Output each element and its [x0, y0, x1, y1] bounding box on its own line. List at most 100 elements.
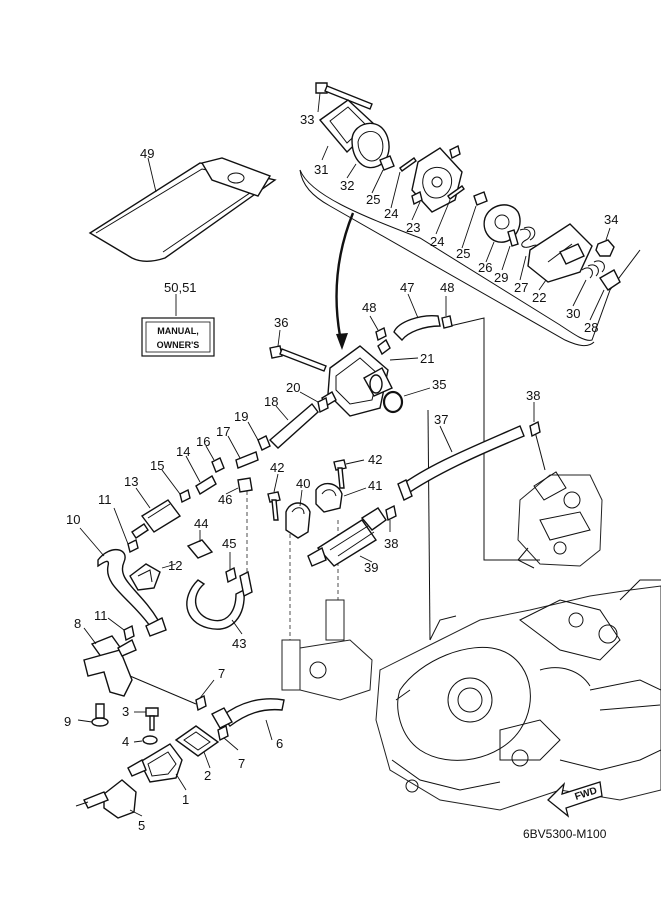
hose-6: [211, 698, 285, 741]
callout-24: 24: [384, 206, 398, 221]
callout-5: 5: [138, 818, 145, 833]
callout-25: 25: [366, 192, 380, 207]
bracket-12: [129, 563, 177, 591]
callout-21: 21: [420, 351, 434, 366]
pin-24a: [399, 157, 417, 172]
clip-45: [225, 566, 237, 584]
bolt-9: [77, 703, 109, 727]
clip-7b: [217, 724, 229, 742]
callout-10: 10: [66, 512, 80, 527]
callout-19: 19: [234, 409, 248, 424]
fwd-arrow: FWD: [547, 781, 603, 818]
callout-34: 34: [604, 212, 618, 227]
callout-4: 4: [122, 734, 129, 749]
callout-20: 20: [286, 380, 300, 395]
owners-manual-label: MANUAL, OWNER'S: [141, 294, 215, 357]
callout-46: 46: [218, 492, 232, 507]
manual-line-2: OWNER'S: [157, 340, 200, 350]
callout-38: 38: [526, 388, 540, 403]
callout-14: 14: [176, 444, 190, 459]
spring-30: [581, 260, 605, 279]
clip-20: [317, 396, 329, 414]
hose-47: [393, 293, 441, 342]
screw-25a: [379, 155, 395, 171]
callout-36: 36: [274, 315, 288, 330]
cap-28: [599, 269, 621, 291]
callout-48: 48: [440, 280, 454, 295]
bracket-mount: [281, 599, 373, 701]
pouch-49: [88, 157, 277, 263]
callout-labels: 3331322524232425262927223430284950,51364…: [64, 112, 618, 833]
engine-block: [375, 579, 661, 811]
bolt-33: [315, 82, 373, 110]
callout-12: 12: [168, 558, 182, 573]
hose-37: [397, 425, 525, 501]
clip-15: [179, 488, 191, 504]
clip-11b: [123, 624, 135, 642]
callout-32: 32: [340, 178, 354, 193]
clip-38b: [385, 504, 397, 522]
callout-15: 15: [150, 458, 164, 473]
callout-24: 24: [430, 234, 444, 249]
hose-14: [185, 455, 217, 496]
callout-1: 1: [182, 792, 189, 807]
callout-44: 44: [194, 516, 208, 531]
manual-line-1: MANUAL,: [157, 326, 199, 336]
clip-38a: [529, 420, 541, 438]
clamp-40: [285, 489, 311, 539]
carburetor: [517, 471, 603, 569]
cover-22: [527, 223, 593, 283]
callout-27: 27: [514, 280, 528, 295]
clip-7a: [195, 694, 207, 712]
callout-22: 22: [532, 290, 546, 305]
callout-13: 13: [124, 474, 138, 489]
pin-29: [507, 229, 519, 247]
bolt-42b: [333, 459, 365, 489]
callout-7: 7: [238, 756, 245, 771]
callout-43: 43: [232, 636, 246, 651]
connector-17: [227, 435, 259, 469]
callout-29: 29: [494, 270, 508, 285]
connector-5: [75, 779, 143, 819]
callout-28: 28: [584, 320, 598, 335]
callout-16: 16: [196, 434, 210, 449]
washer-4: [142, 735, 158, 745]
clip-16: [211, 457, 225, 473]
bolt-3: [134, 707, 159, 731]
fuel-joint-1: [127, 743, 187, 791]
bolt-42a: [267, 473, 281, 521]
callout-2: 2: [204, 768, 211, 783]
hose-10: [79, 527, 167, 637]
pin-24b: [447, 185, 465, 200]
fuel-pump-21: [321, 338, 419, 417]
callout-17: 17: [216, 424, 230, 439]
callout-31: 31: [314, 162, 328, 177]
clamp-41: [315, 483, 367, 513]
screw-25b: [473, 191, 488, 206]
callout-35: 35: [432, 377, 446, 392]
callout-8: 8: [74, 616, 81, 631]
clip-11a: [127, 538, 139, 554]
callout-42: 42: [368, 452, 382, 467]
callout-48: 48: [362, 300, 376, 315]
callout-39: 39: [364, 560, 378, 575]
clip-19: [257, 435, 271, 451]
callout-23: 23: [406, 220, 420, 235]
callout-45: 45: [222, 536, 236, 551]
callout-9: 9: [64, 714, 71, 729]
callout-37: 37: [434, 412, 448, 427]
callout-6: 6: [276, 736, 283, 751]
callout-49: 49: [140, 146, 154, 161]
fuel-filter-13: [131, 487, 182, 539]
callout-50-51: 50,51: [164, 280, 197, 295]
connector-39: [307, 507, 387, 567]
hose-18: [268, 402, 319, 449]
nut-34: [595, 239, 615, 257]
fuel-pump-inset: [299, 82, 641, 350]
callout-47: 47: [400, 280, 414, 295]
grommet-46: [225, 477, 253, 495]
callout-7: 7: [218, 666, 225, 681]
callout-11: 11: [94, 608, 108, 623]
gasket-2: [174, 725, 220, 769]
